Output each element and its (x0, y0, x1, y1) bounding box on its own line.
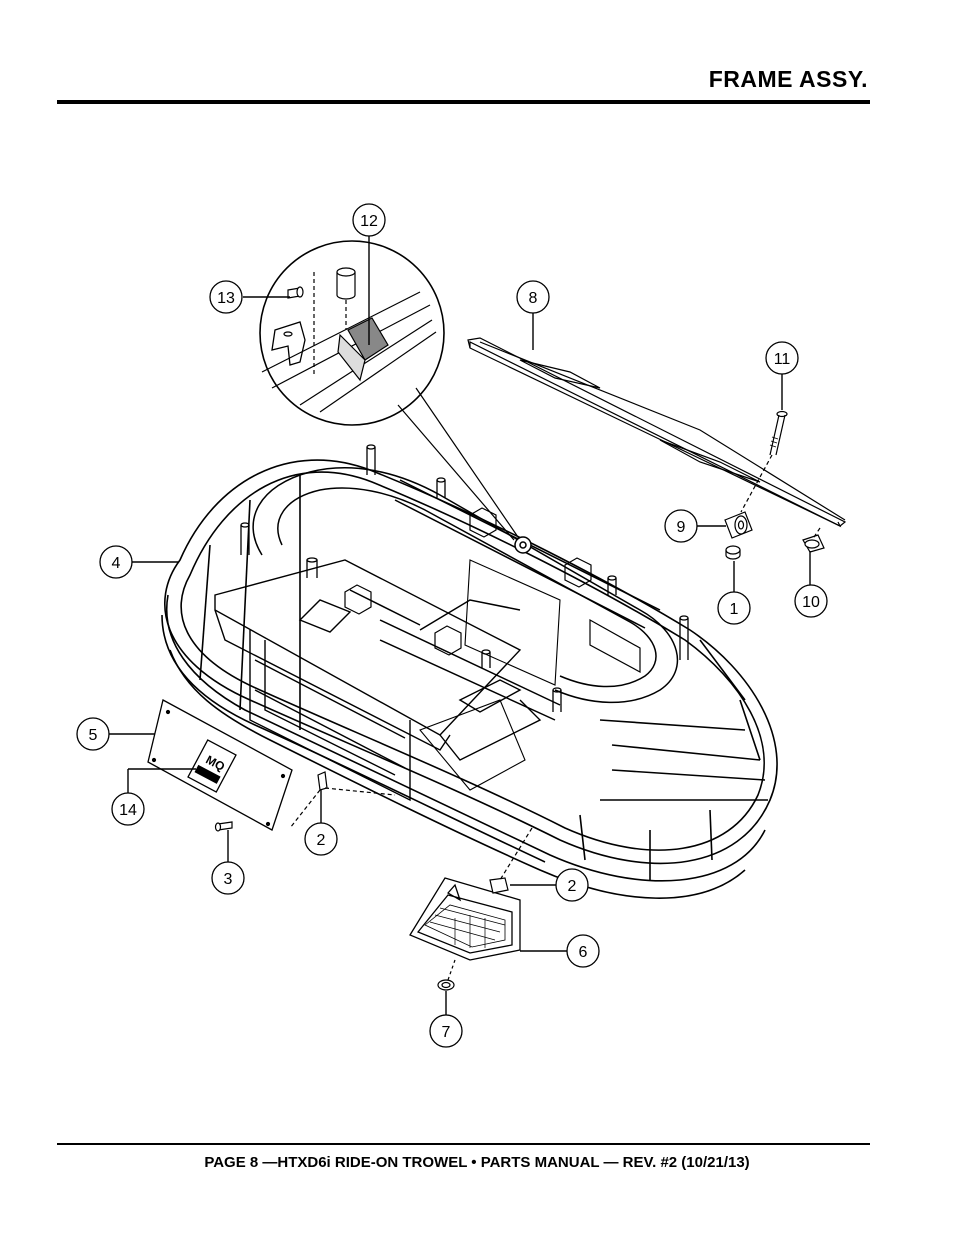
callout-9: 9 (664, 509, 698, 543)
callout-1: 1 (717, 591, 751, 625)
upright-posts (240, 444, 689, 712)
hardware (214, 410, 825, 991)
svg-text:2: 2 (317, 832, 326, 849)
page-title: FRAME ASSY. (708, 66, 868, 92)
svg-text:10: 10 (802, 594, 820, 611)
callout-12: 12 (352, 203, 386, 237)
page-footer: PAGE 8 —HTXD6i RIDE-ON TROWEL • PARTS MA… (204, 1154, 750, 1171)
callout-7: 7 (429, 1014, 463, 1048)
step-plate (409, 877, 521, 961)
detail-inset (259, 240, 445, 426)
main-frame (214, 559, 542, 802)
callout-4: 4 (99, 545, 133, 579)
callout-2-right: 2 (555, 868, 589, 902)
side-panel: MQ (147, 699, 293, 831)
callout-3: 3 (211, 861, 245, 895)
callout-13: 13 (209, 280, 243, 314)
callout-11: 11 (765, 341, 799, 375)
leader-lines (109, 236, 811, 1015)
cover-plate (467, 337, 847, 528)
callout-6: 6 (566, 934, 600, 968)
footer-rule (57, 1143, 870, 1145)
callout-2-left: 2 (304, 822, 338, 856)
callouts: 12 13 8 11 9 1 10 4 5 14 2 3 2 6 7 (76, 203, 828, 1048)
callout-10: 10 (794, 584, 828, 618)
svg-text:9: 9 (677, 519, 686, 536)
svg-text:8: 8 (529, 290, 538, 307)
svg-text:5: 5 (89, 727, 98, 744)
callout-14: 14 (111, 792, 145, 826)
header-rule (57, 100, 870, 104)
svg-text:11: 11 (774, 351, 791, 368)
inner-panels (419, 559, 561, 791)
svg-text:1: 1 (730, 601, 739, 618)
callout-5: 5 (76, 717, 110, 751)
svg-text:2: 2 (568, 878, 577, 895)
svg-text:13: 13 (217, 290, 235, 307)
svg-text:7: 7 (442, 1024, 451, 1041)
svg-text:12: 12 (360, 213, 378, 230)
svg-text:3: 3 (224, 871, 233, 888)
svg-text:14: 14 (119, 802, 137, 819)
callout-8: 8 (516, 280, 550, 314)
tube-frame (252, 467, 679, 721)
mq-logo-icon: MQ (187, 739, 237, 793)
svg-text:6: 6 (579, 944, 588, 961)
mount-brackets (344, 507, 641, 674)
svg-text:4: 4 (112, 555, 121, 572)
